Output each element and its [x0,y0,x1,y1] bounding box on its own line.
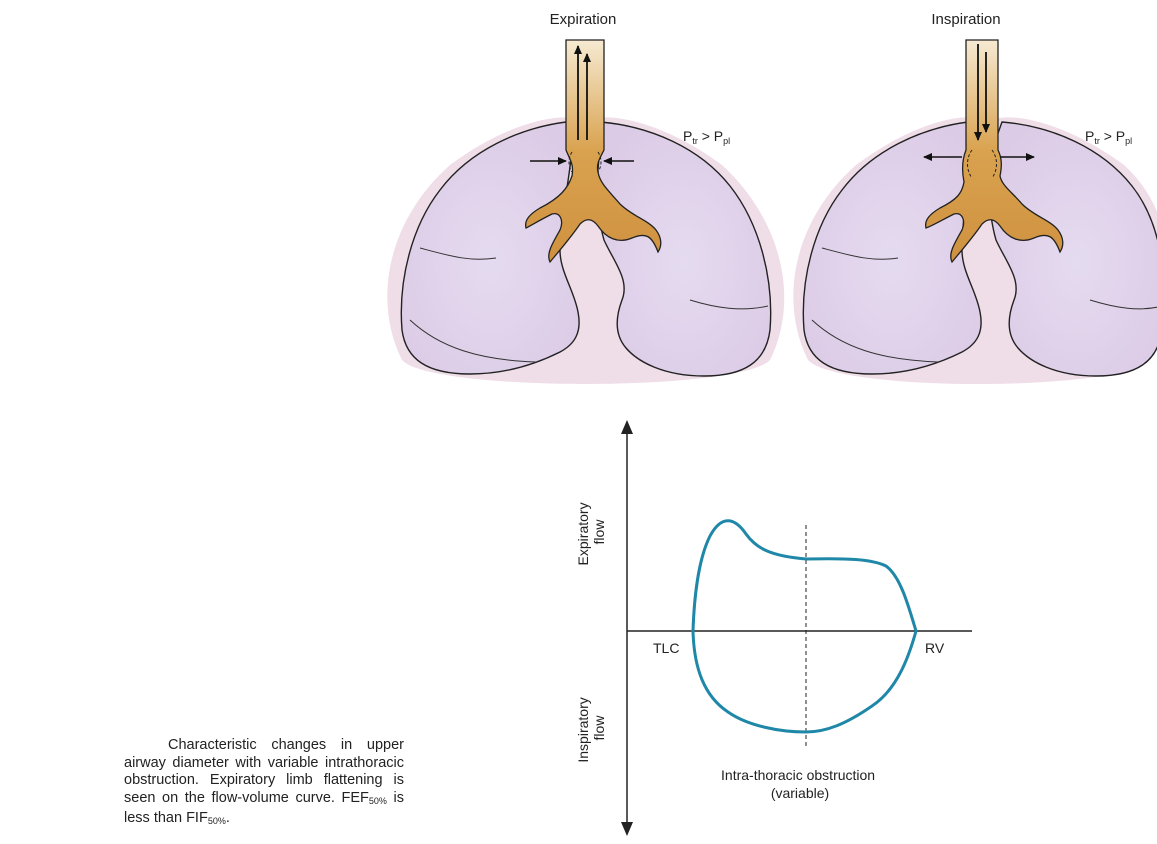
expiration-title: Expiration [550,11,617,28]
lungs-expiration: Expiration Ptr > Ppl [387,11,784,384]
flow-volume-plot: Expiratory flow Inspiratory flow TLC RV … [575,420,972,836]
inspiratory-flow-label: Inspiratory flow [575,693,607,762]
caption-text-1: Characteristic changes in upper airway d… [124,737,404,806]
tlc-label: TLC [653,640,679,656]
right-lung-lobe-2 [989,122,1157,376]
caption-sub-2: 50% [208,816,226,826]
right-lung-lobe [597,122,770,376]
caption-sub-1: 50% [369,796,387,806]
pressure-label-expiration: Ptr > Ppl [683,128,730,146]
flow-axis-arrow-down [621,822,633,836]
pressure-label-inspiration: Ptr > Ppl [1085,128,1132,146]
figure-caption: Characteristic changes in upper airway d… [124,737,404,831]
inspiration-title: Inspiration [931,11,1000,28]
plot-subtitle: Intra-thoracic obstruction (variable) [721,767,879,801]
rv-label: RV [925,640,945,656]
caption-text-3: . [226,810,230,826]
flow-axis-arrow-up [621,420,633,434]
expiratory-flow-label: Expiratory flow [575,499,607,566]
flow-volume-loop [693,521,916,732]
lungs-inspiration: Inspiration Ptr > Ppl [793,11,1157,384]
